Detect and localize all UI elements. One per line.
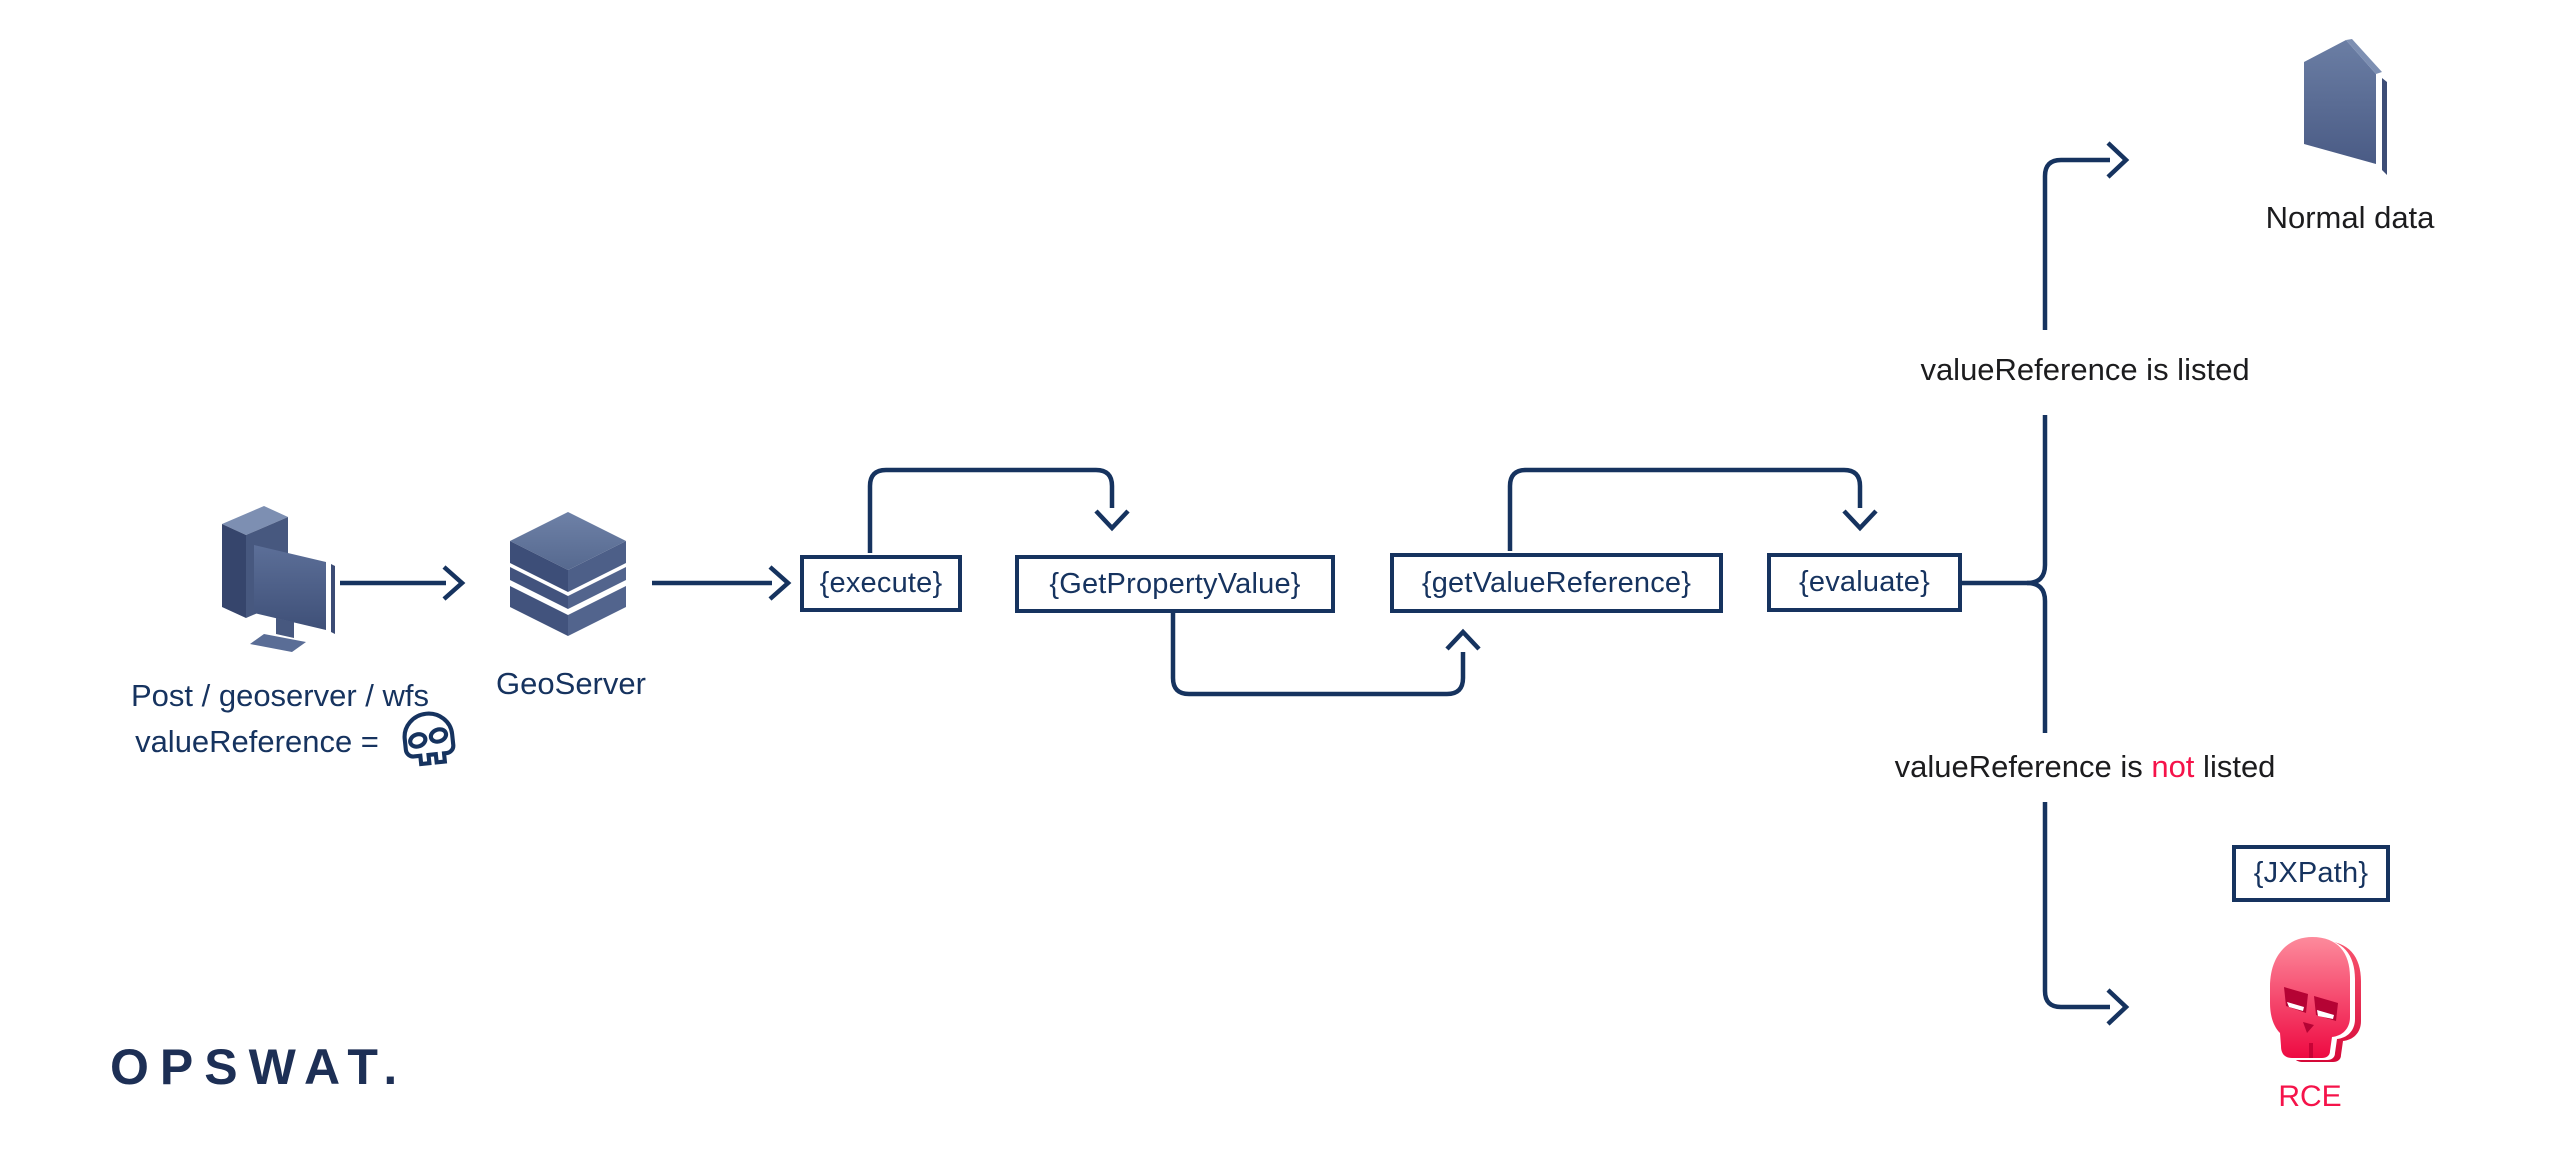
branch-down-lower-segment [2042, 802, 2110, 1010]
branch-fillet-down [2026, 580, 2048, 602]
opswat-logo: OPSWAT. [110, 1039, 409, 1095]
not-listed-prefix: valueReference is [1894, 749, 2152, 784]
box-getpropertyvalue: {GetPropertyValue} [1015, 555, 1335, 613]
arrowhead-down-icon [1842, 509, 1878, 532]
arrowhead-right-icon [768, 565, 792, 601]
box-getvaluereference: {getValueReference} [1390, 553, 1723, 613]
geoserver-label: GeoServer [496, 666, 646, 701]
listed-condition-label: valueReference is listed [1920, 352, 2250, 387]
arrowhead-right-icon [442, 565, 466, 601]
skull-outline-icon [402, 711, 456, 767]
rce-label: RCE [2278, 1080, 2342, 1113]
box-execute: {execute} [800, 555, 962, 612]
red-skull-icon [2270, 937, 2361, 1062]
server-layers-icon [510, 512, 626, 636]
not-listed-condition-label: valueReference is not listed [1865, 749, 2305, 785]
not-listed-highlight: not [2151, 749, 2195, 784]
arrowhead-right-icon [2106, 988, 2130, 1026]
arrowhead-right-icon [2106, 141, 2130, 179]
loop-getvaluereference-to-evaluate [1507, 467, 1863, 551]
data-file-icon [2304, 39, 2387, 175]
branch-fillet-up [2026, 564, 2048, 586]
box-evaluate: {evaluate} [1767, 553, 1962, 612]
loop-getpropertyvalue-to-getvaluereference [1170, 613, 1466, 697]
arrowhead-up-icon [1445, 628, 1481, 651]
branch-up-upper-segment [2042, 157, 2110, 330]
loop-execute-to-getpropertyvalue [867, 467, 1115, 553]
arrowhead-down-icon [1094, 509, 1130, 532]
computer-monitor-icon [222, 506, 335, 652]
source-label-line2: valueReference = [135, 724, 379, 759]
not-listed-suffix: listed [2194, 749, 2276, 784]
source-label-line1: Post / geoserver / wfs [130, 678, 430, 713]
box-jxpath: {JXPath} [2232, 845, 2390, 902]
normal-data-label: Normal data [2265, 200, 2435, 235]
